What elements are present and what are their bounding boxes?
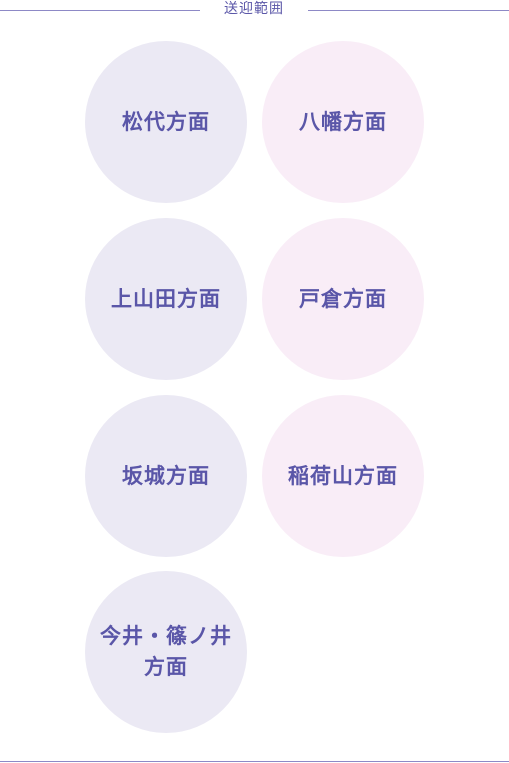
area-label: 戸倉方面 [299,286,387,311]
bottom-divider [0,761,509,762]
area-label: 今井・篠ノ井 方面 [100,624,232,679]
area-kamiyamada[interactable]: 上山田方面 [85,218,247,380]
section-title: 送迎範囲 [224,1,284,17]
area-yawata[interactable]: 八幡方面 [262,41,424,203]
area-matsushiro[interactable]: 松代方面 [85,41,247,203]
section-header: 送迎範囲 [0,0,509,20]
area-sakaki[interactable]: 坂城方面 [85,395,247,557]
area-togura[interactable]: 戸倉方面 [262,218,424,380]
area-label: 上山田方面 [111,286,221,311]
area-label: 稲荷山方面 [288,463,398,488]
header-divider-left [0,10,200,11]
area-imai-shinonoi[interactable]: 今井・篠ノ井 方面 [85,571,247,733]
area-label: 坂城方面 [122,463,210,488]
header-divider-right [308,10,509,11]
area-inariyama[interactable]: 稲荷山方面 [262,395,424,557]
area-label: 松代方面 [122,109,210,134]
area-label: 八幡方面 [299,109,387,134]
